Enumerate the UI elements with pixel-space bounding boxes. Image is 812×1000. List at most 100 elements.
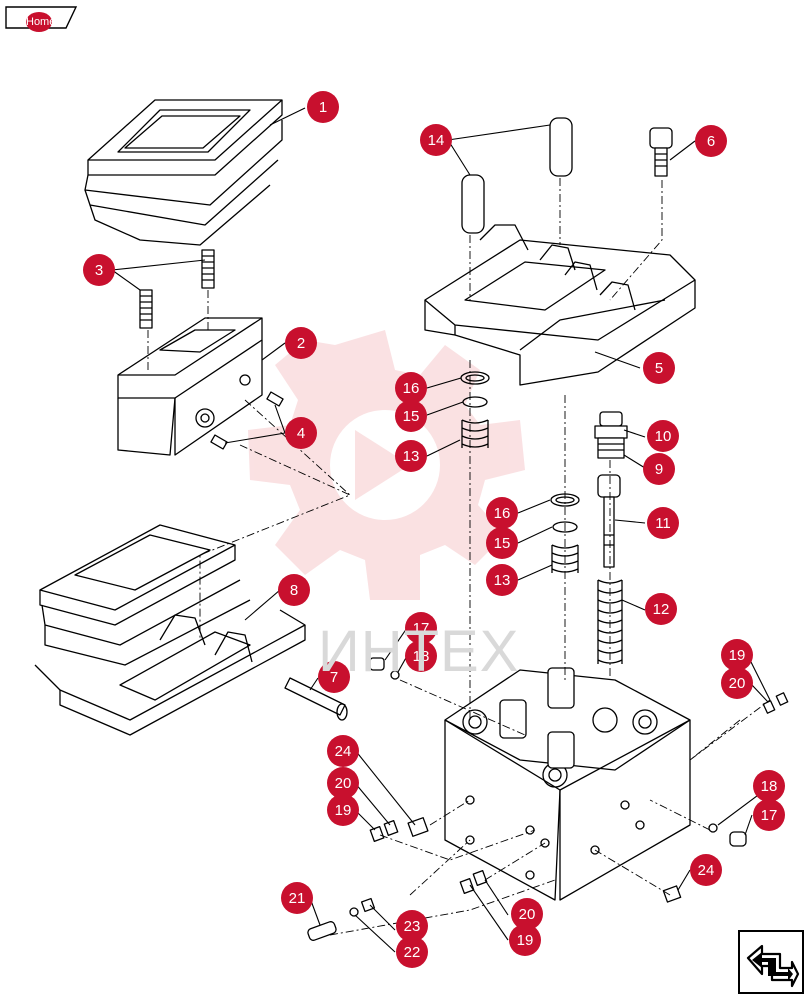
callout-circle bbox=[285, 327, 317, 359]
callout-label: 7 bbox=[330, 669, 338, 686]
callout-15: 15 bbox=[486, 527, 518, 559]
callout-label: 5 bbox=[655, 360, 663, 377]
callout-1: 1 bbox=[307, 91, 339, 123]
small-fittings bbox=[307, 657, 789, 941]
valve-body bbox=[444, 667, 691, 901]
callout-2: 2 bbox=[285, 327, 317, 359]
callout-circle bbox=[486, 527, 518, 559]
callout-22: 22 bbox=[396, 936, 428, 968]
callout-circle bbox=[405, 612, 437, 644]
callout-circle bbox=[721, 667, 753, 699]
callout-21: 21 bbox=[281, 882, 313, 914]
callout-14: 14 bbox=[420, 124, 452, 156]
callout-16: 16 bbox=[486, 497, 518, 529]
callout-13: 13 bbox=[395, 440, 427, 472]
callout-3: 3 bbox=[83, 254, 115, 286]
callout-circle bbox=[83, 254, 115, 286]
callout-label: 8 bbox=[290, 582, 298, 599]
callout-19: 19 bbox=[721, 639, 753, 671]
callout-20: 20 bbox=[721, 667, 753, 699]
lower-left-assembly bbox=[34, 524, 306, 736]
next-page-arrow-icon bbox=[738, 930, 804, 994]
callout-label: 11 bbox=[655, 515, 671, 532]
callout-label: 20 bbox=[729, 675, 746, 692]
callout-circle bbox=[281, 882, 313, 914]
callout-circle bbox=[318, 661, 350, 693]
callout-8: 8 bbox=[278, 574, 310, 606]
callout-label: 19 bbox=[335, 802, 352, 819]
callout-20: 20 bbox=[511, 898, 543, 930]
next-page-button[interactable] bbox=[738, 930, 804, 994]
part-7-pin bbox=[284, 677, 348, 721]
callout-circle bbox=[695, 125, 727, 157]
callout-circle bbox=[643, 352, 675, 384]
callout-4: 4 bbox=[285, 417, 317, 449]
callout-circle bbox=[327, 767, 359, 799]
upper-seal-spring-stack bbox=[460, 371, 490, 448]
callout-23: 23 bbox=[396, 910, 428, 942]
callout-label: 24 bbox=[335, 743, 352, 760]
callout-18: 18 bbox=[753, 770, 785, 802]
callout-circle bbox=[327, 735, 359, 767]
callout-label: 1 bbox=[319, 99, 327, 116]
callout-circle bbox=[753, 770, 785, 802]
callout-label: 23 bbox=[404, 918, 421, 935]
callout-circle bbox=[396, 910, 428, 942]
callout-circle bbox=[395, 400, 427, 432]
callout-label: 24 bbox=[698, 862, 715, 879]
callout-circle bbox=[643, 453, 675, 485]
callout-19: 19 bbox=[327, 794, 359, 826]
part-2-block bbox=[117, 317, 263, 456]
callout-label: 22 bbox=[404, 944, 421, 961]
callout-label: 20 bbox=[519, 906, 536, 923]
callout-circle bbox=[647, 507, 679, 539]
callout-label: 12 bbox=[653, 601, 670, 618]
callout-24: 24 bbox=[690, 854, 722, 886]
callout-label: 16 bbox=[494, 505, 511, 522]
callout-circle bbox=[395, 440, 427, 472]
callout-label: 4 bbox=[297, 425, 305, 442]
callout-label: 19 bbox=[729, 647, 746, 664]
callout-label: 15 bbox=[403, 408, 420, 425]
callout-9: 9 bbox=[643, 453, 675, 485]
callout-7: 7 bbox=[318, 661, 350, 693]
callout-circle bbox=[285, 417, 317, 449]
callout-circle bbox=[327, 794, 359, 826]
callout-label: 13 bbox=[403, 448, 420, 465]
callout-label: 3 bbox=[95, 262, 103, 279]
callout-label: 15 bbox=[494, 535, 511, 552]
callout-label: 20 bbox=[335, 775, 352, 792]
brand-watermark: ИНТЕХ bbox=[318, 619, 520, 684]
callout-circle bbox=[753, 799, 785, 831]
part-4-screws bbox=[210, 391, 284, 450]
callout-label: 18 bbox=[413, 648, 430, 665]
callout-label: 2 bbox=[297, 335, 305, 352]
callout-17: 17 bbox=[405, 612, 437, 644]
gear-logo-watermark bbox=[248, 330, 525, 600]
callout-15: 15 bbox=[395, 400, 427, 432]
callout-circle bbox=[647, 420, 679, 452]
home-tab[interactable]: Home bbox=[4, 4, 80, 32]
callout-11: 11 bbox=[647, 507, 679, 539]
callout-label: 16 bbox=[403, 380, 420, 397]
callout-label: 18 bbox=[761, 778, 778, 795]
part-14-pins bbox=[461, 117, 573, 234]
callout-16: 16 bbox=[395, 372, 427, 404]
callout-20: 20 bbox=[327, 767, 359, 799]
callout-label: 13 bbox=[494, 572, 511, 589]
callout-circle bbox=[405, 640, 437, 672]
callout-circle bbox=[645, 593, 677, 625]
callout-17: 17 bbox=[753, 799, 785, 831]
callout-label: 6 bbox=[707, 133, 715, 150]
home-label: Home bbox=[26, 12, 55, 32]
callout-circle bbox=[420, 124, 452, 156]
callout-circle bbox=[690, 854, 722, 886]
callout-18: 18 bbox=[405, 640, 437, 672]
callout-24: 24 bbox=[327, 735, 359, 767]
callout-label: 14 bbox=[428, 132, 445, 149]
callout-circle bbox=[278, 574, 310, 606]
callout-circle bbox=[486, 497, 518, 529]
callout-label: 17 bbox=[413, 620, 430, 637]
callout-badges: 1234567891011121313141515161617171818191… bbox=[83, 91, 785, 968]
